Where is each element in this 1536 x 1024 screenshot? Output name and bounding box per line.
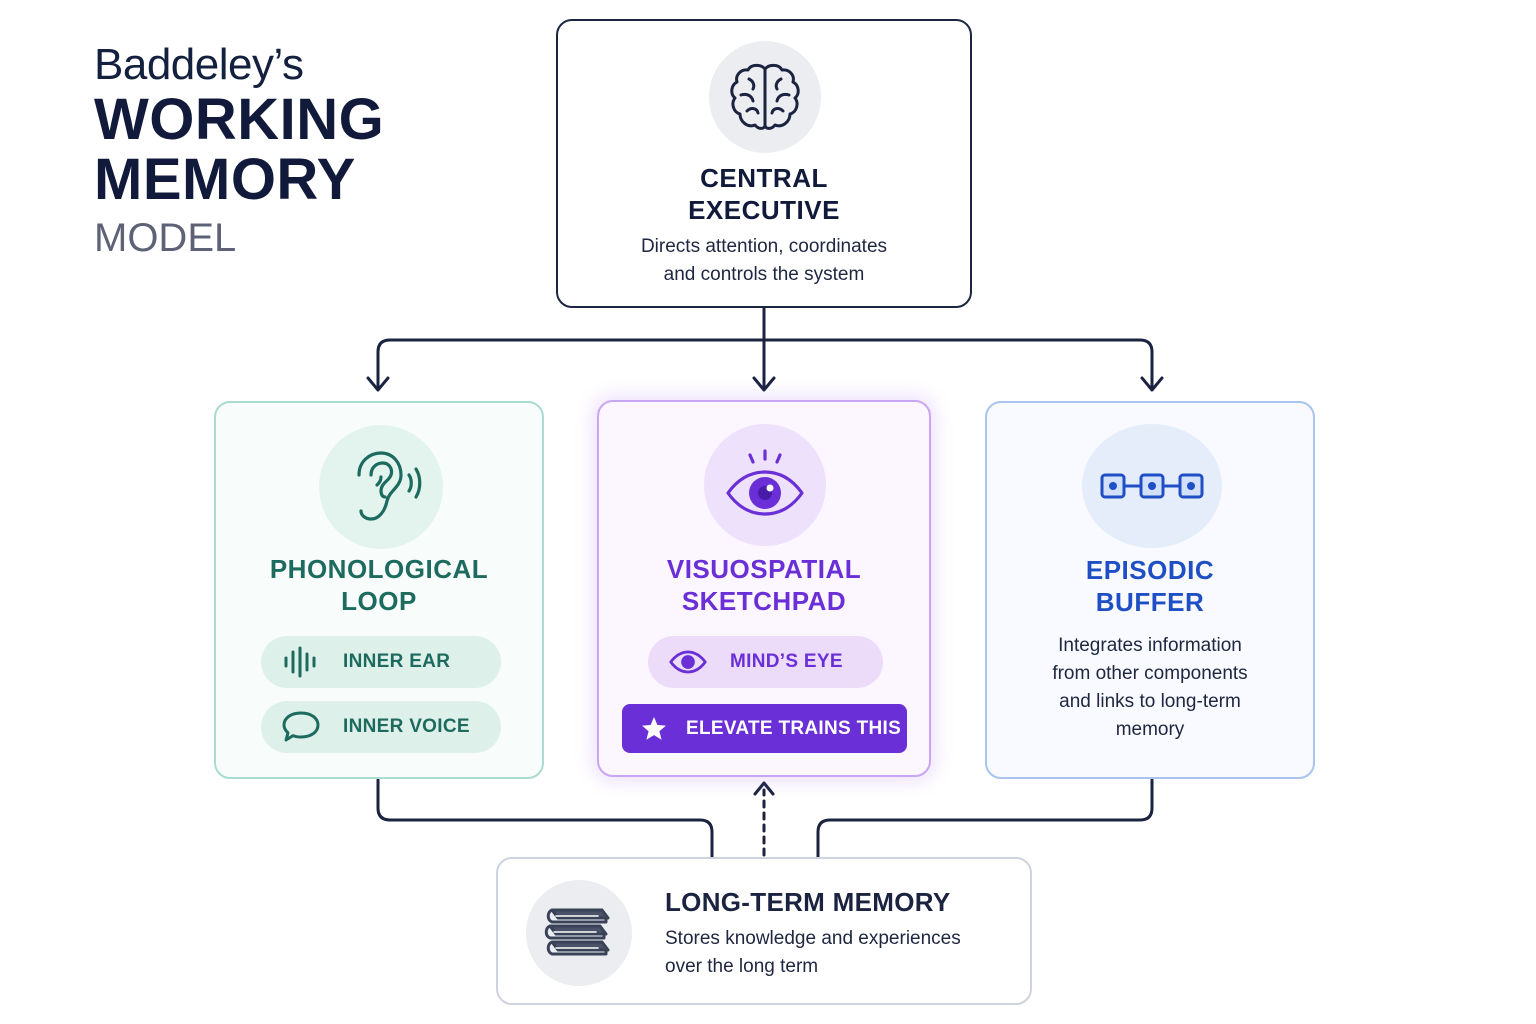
episodic-buffer-description: Integrates information from other compon… (987, 632, 1313, 744)
episodic-title-line1: EPISODIC (1085, 555, 1215, 585)
dashed-arrowhead (753, 781, 775, 796)
central-executive-title-line2: EXECUTIVE (688, 195, 840, 225)
elevate-trains-this-badge: ELEVATE TRAINS THIS (622, 704, 907, 753)
speech-bubble-icon (281, 710, 321, 744)
long-term-memory-card: LONG-TERM MEMORY Stores knowledge and ex… (496, 857, 1032, 1005)
branch-horizontal-line (376, 338, 1154, 388)
brain-icon (709, 41, 821, 153)
inner-voice-label: INNER VOICE (343, 716, 470, 737)
phonological-title-line2: LOOP (341, 586, 417, 616)
title-working: WORKING (94, 87, 385, 152)
visuospatial-title: VISUOSPATIAL SKETCHPAD (599, 553, 929, 617)
phonological-title-line1: PHONOLOGICAL (269, 554, 489, 584)
phonological-loop-title: PHONOLOGICAL LOOP (216, 553, 542, 617)
episodic-desc-line1: Integrates information (1058, 635, 1242, 656)
diagram-title: Baddeley’s WORKING MEMORY MODEL (94, 40, 384, 262)
central-executive-title-line1: CENTRAL (700, 163, 828, 193)
arrow-to-phonological (366, 376, 390, 392)
title-subtitle: Baddeley’s (94, 40, 304, 89)
star-icon (634, 715, 674, 743)
long-term-memory-title: LONG-TERM MEMORY (665, 887, 951, 917)
arrow-to-visuospatial (752, 376, 776, 392)
episodic-title-line2: BUFFER (1095, 587, 1205, 617)
inner-voice-pill: INNER VOICE (261, 701, 501, 753)
central-executive-description: Directs attention, coordinates and contr… (558, 233, 970, 289)
episodic-buffer-card: EPISODIC BUFFER Integrates information f… (985, 401, 1315, 779)
sound-wave-icon (281, 646, 321, 678)
central-executive-card: CENTRAL EXECUTIVE Directs attention, coo… (556, 19, 972, 308)
minds-eye-pill: MIND’S EYE (648, 636, 883, 688)
books-icon (526, 880, 632, 986)
ltm-desc-line1: Stores knowledge and experiences (665, 928, 961, 949)
episodic-desc-line4: memory (1115, 719, 1185, 740)
elevate-trains-this-label: ELEVATE TRAINS THIS (686, 717, 902, 739)
central-executive-desc-line1: Directs attention, coordinates (640, 236, 888, 257)
phonological-loop-card: PHONOLOGICAL LOOP INNER EAR INNER VOICE (214, 401, 544, 779)
ear-icon (319, 425, 443, 549)
episodic-desc-line3: and links to long-term (1059, 691, 1241, 712)
phonological-to-ltm-line (376, 778, 714, 859)
chain-links-icon (1082, 424, 1222, 548)
episodic-buffer-title: EPISODIC BUFFER (987, 554, 1313, 618)
minds-eye-label: MIND’S EYE (730, 651, 843, 672)
inner-ear-label: INNER EAR (343, 651, 451, 672)
central-executive-desc-line2: and controls the system (663, 264, 865, 285)
episodic-desc-line2: from other components (1052, 663, 1248, 684)
inner-ear-pill: INNER EAR (261, 636, 501, 688)
episodic-to-ltm-line (816, 778, 1154, 859)
ltm-desc-line2: over the long term (665, 956, 819, 977)
visuospatial-title-line1: VISUOSPATIAL (666, 554, 862, 584)
arrow-to-episodic (1140, 376, 1164, 392)
title-model: MODEL (94, 216, 237, 260)
visuospatial-title-line2: SKETCHPAD (681, 586, 847, 616)
visuospatial-sketchpad-card: VISUOSPATIAL SKETCHPAD MIND’S EYE ELEVAT… (597, 400, 931, 777)
long-term-memory-description: Stores knowledge and experiences over th… (665, 925, 1005, 981)
eye-icon (668, 648, 708, 676)
central-executive-title: CENTRAL EXECUTIVE (558, 162, 970, 226)
eye-icon (704, 424, 826, 546)
title-memory: MEMORY (94, 147, 356, 212)
